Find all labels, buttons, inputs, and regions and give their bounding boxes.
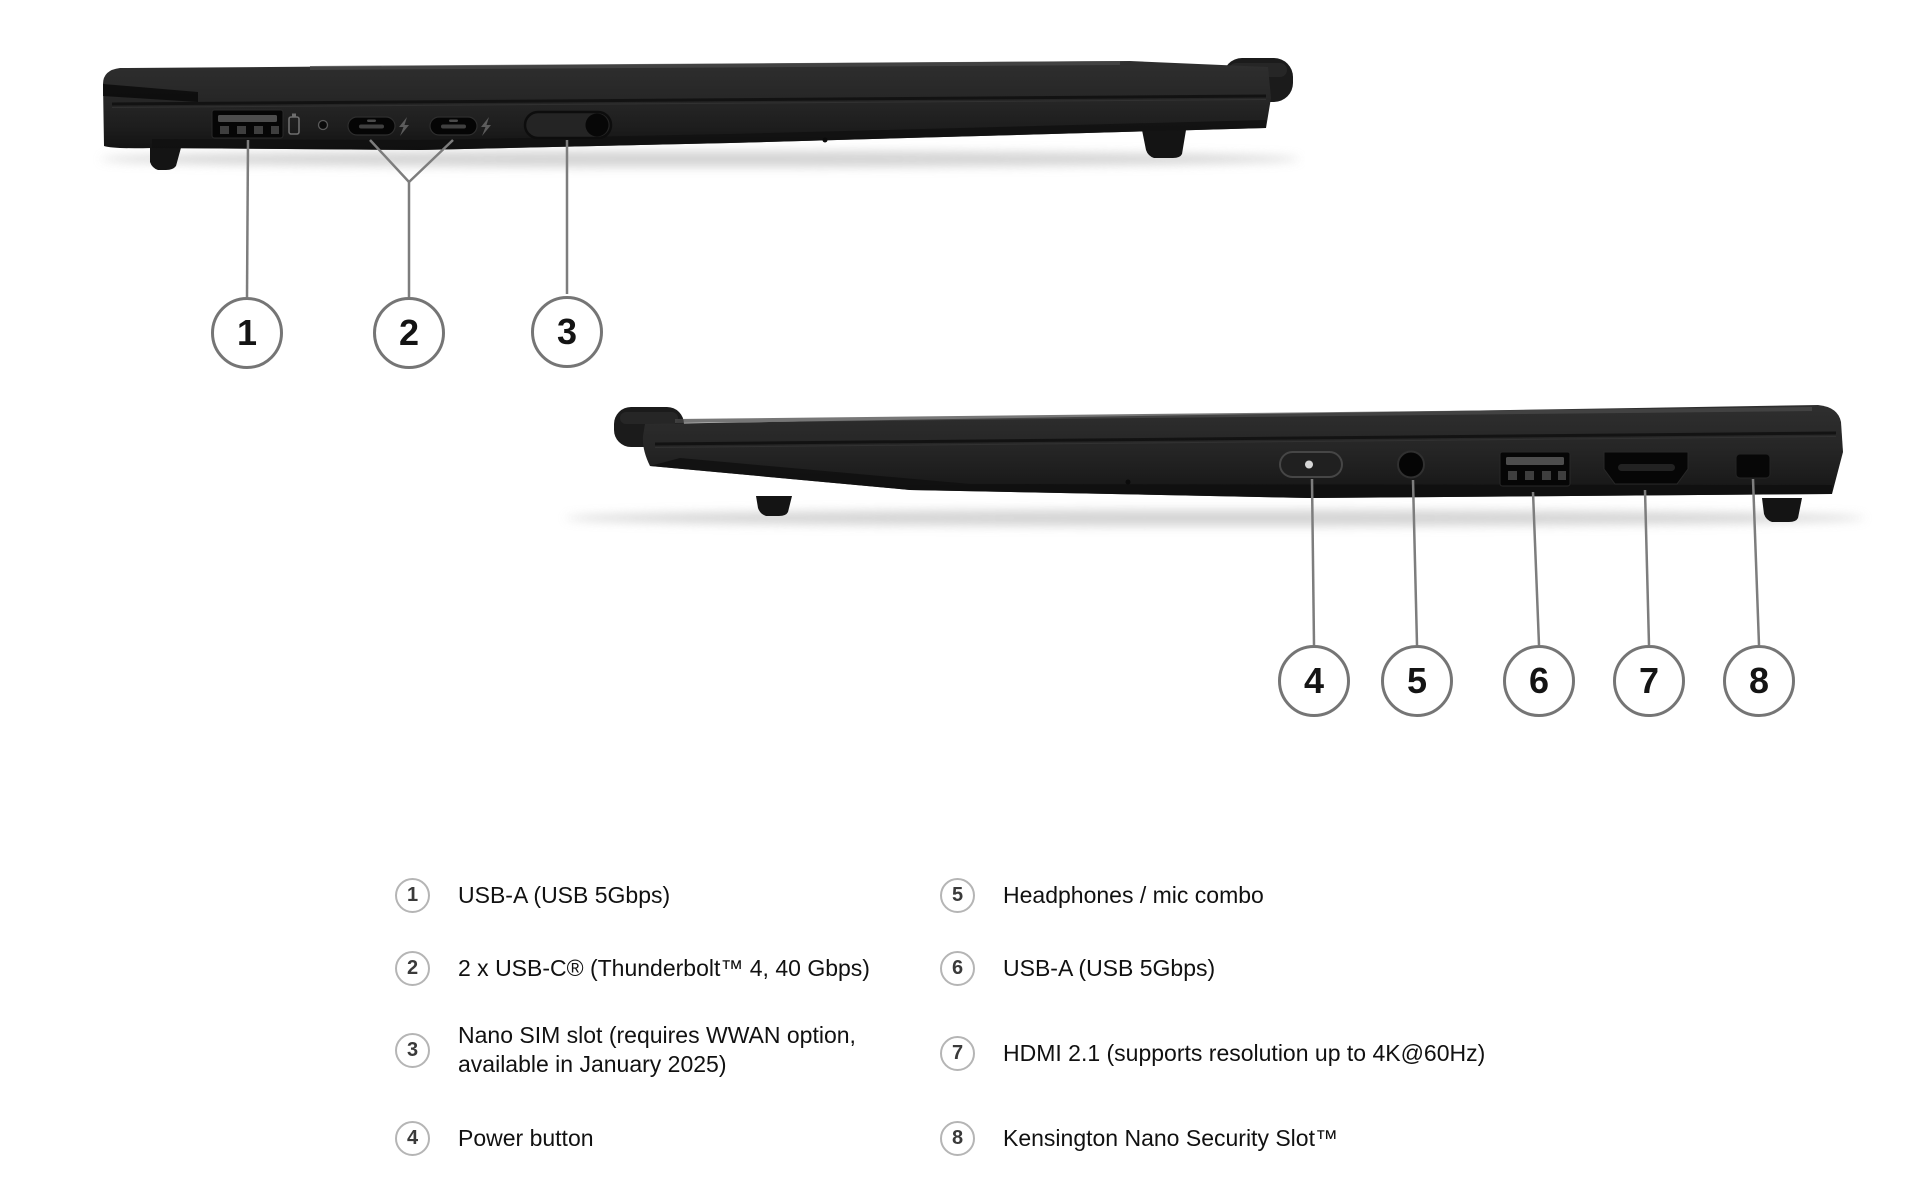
laptop-shadow xyxy=(565,510,1865,526)
legend-item-7: 7 HDMI 2.1 (supports resolution up to 4K… xyxy=(940,1036,1485,1071)
battery-status-icon xyxy=(288,113,300,135)
thunderbolt-icon xyxy=(399,117,409,136)
lid-edge-highlight xyxy=(675,407,1812,423)
usb-c-thunderbolt-port xyxy=(429,116,478,136)
legend-item-3: 3 Nano SIM slot (requires WWAN option, a… xyxy=(395,1021,858,1079)
usb-c-thunderbolt-port xyxy=(347,116,396,136)
rubber-foot xyxy=(150,144,182,170)
legend-label: USB-A (USB 5Gbps) xyxy=(1003,955,1216,981)
callout-7: 7 xyxy=(1613,645,1685,717)
legend-number-badge: 5 xyxy=(940,878,975,913)
nano-sim-slot xyxy=(523,110,613,140)
rubber-foot xyxy=(1142,130,1186,158)
laptop-shadow xyxy=(100,151,1300,167)
legend-label: Headphones / mic combo xyxy=(1003,882,1264,908)
callout-6: 6 xyxy=(1503,645,1575,717)
callout-4: 4 xyxy=(1278,645,1350,717)
callout-line-5 xyxy=(1411,479,1419,646)
callout-line-4 xyxy=(1310,478,1316,646)
power-button xyxy=(1279,451,1343,478)
callout-line-6 xyxy=(1531,491,1541,646)
legend-item-5: 5 Headphones / mic combo xyxy=(940,878,1264,913)
callout-1: 1 xyxy=(211,297,283,369)
power-led xyxy=(1305,460,1313,469)
headphone-jack xyxy=(1397,450,1425,479)
legend-number-badge: 1 xyxy=(395,878,430,913)
callout-line-7 xyxy=(1643,489,1651,646)
legend-number-badge: 8 xyxy=(940,1121,975,1156)
legend-label: USB-A (USB 5Gbps) xyxy=(458,882,671,908)
legend-number-badge: 6 xyxy=(940,951,975,986)
legend-number-badge: 3 xyxy=(395,1032,430,1068)
emergency-reset-hole xyxy=(317,119,329,131)
legend-item-6: 6 USB-A (USB 5Gbps) xyxy=(940,951,1215,986)
callout-line-1 xyxy=(245,139,250,298)
laptop-left-side-view xyxy=(100,58,1300,170)
callout-line-8 xyxy=(1751,478,1761,646)
legend-label: Nano SIM slot (requires WWAN option, ava… xyxy=(458,1022,856,1077)
legend-label: Power button xyxy=(458,1125,594,1151)
legend-label: Kensington Nano Security Slot™ xyxy=(1003,1125,1338,1151)
lid-edge-highlight xyxy=(310,61,1120,70)
callout-5: 5 xyxy=(1381,645,1453,717)
legend-number-badge: 2 xyxy=(395,951,430,986)
kensington-security-slot xyxy=(1735,453,1771,479)
rubber-foot xyxy=(1762,498,1802,522)
usb-a-port xyxy=(211,109,284,139)
legend-number-badge: 7 xyxy=(940,1036,975,1071)
callout-8: 8 xyxy=(1723,645,1795,717)
legend-item-1: 1 USB-A (USB 5Gbps) xyxy=(395,878,670,913)
hdmi-port xyxy=(1603,451,1689,485)
legend-item-4: 4 Power button xyxy=(395,1121,594,1156)
legend-item-8: 8 Kensington Nano Security Slot™ xyxy=(940,1121,1338,1156)
rubber-foot xyxy=(756,496,792,516)
callout-2: 2 xyxy=(373,297,445,369)
callout-3: 3 xyxy=(531,296,603,368)
legend-number-badge: 4 xyxy=(395,1121,430,1156)
laptop-right-side-view xyxy=(565,405,1865,526)
legend-label: 2 x USB-C® (Thunderbolt™ 4, 40 Gbps) xyxy=(458,955,870,981)
legend-item-2: 2 2 x USB-C® (Thunderbolt™ 4, 40 Gbps) xyxy=(395,951,870,986)
thunderbolt-icon xyxy=(481,117,491,136)
usb-a-port xyxy=(1499,451,1571,487)
callout-line-2 xyxy=(369,139,454,184)
legend-label: HDMI 2.1 (supports resolution up to 4K@6… xyxy=(1003,1040,1486,1066)
